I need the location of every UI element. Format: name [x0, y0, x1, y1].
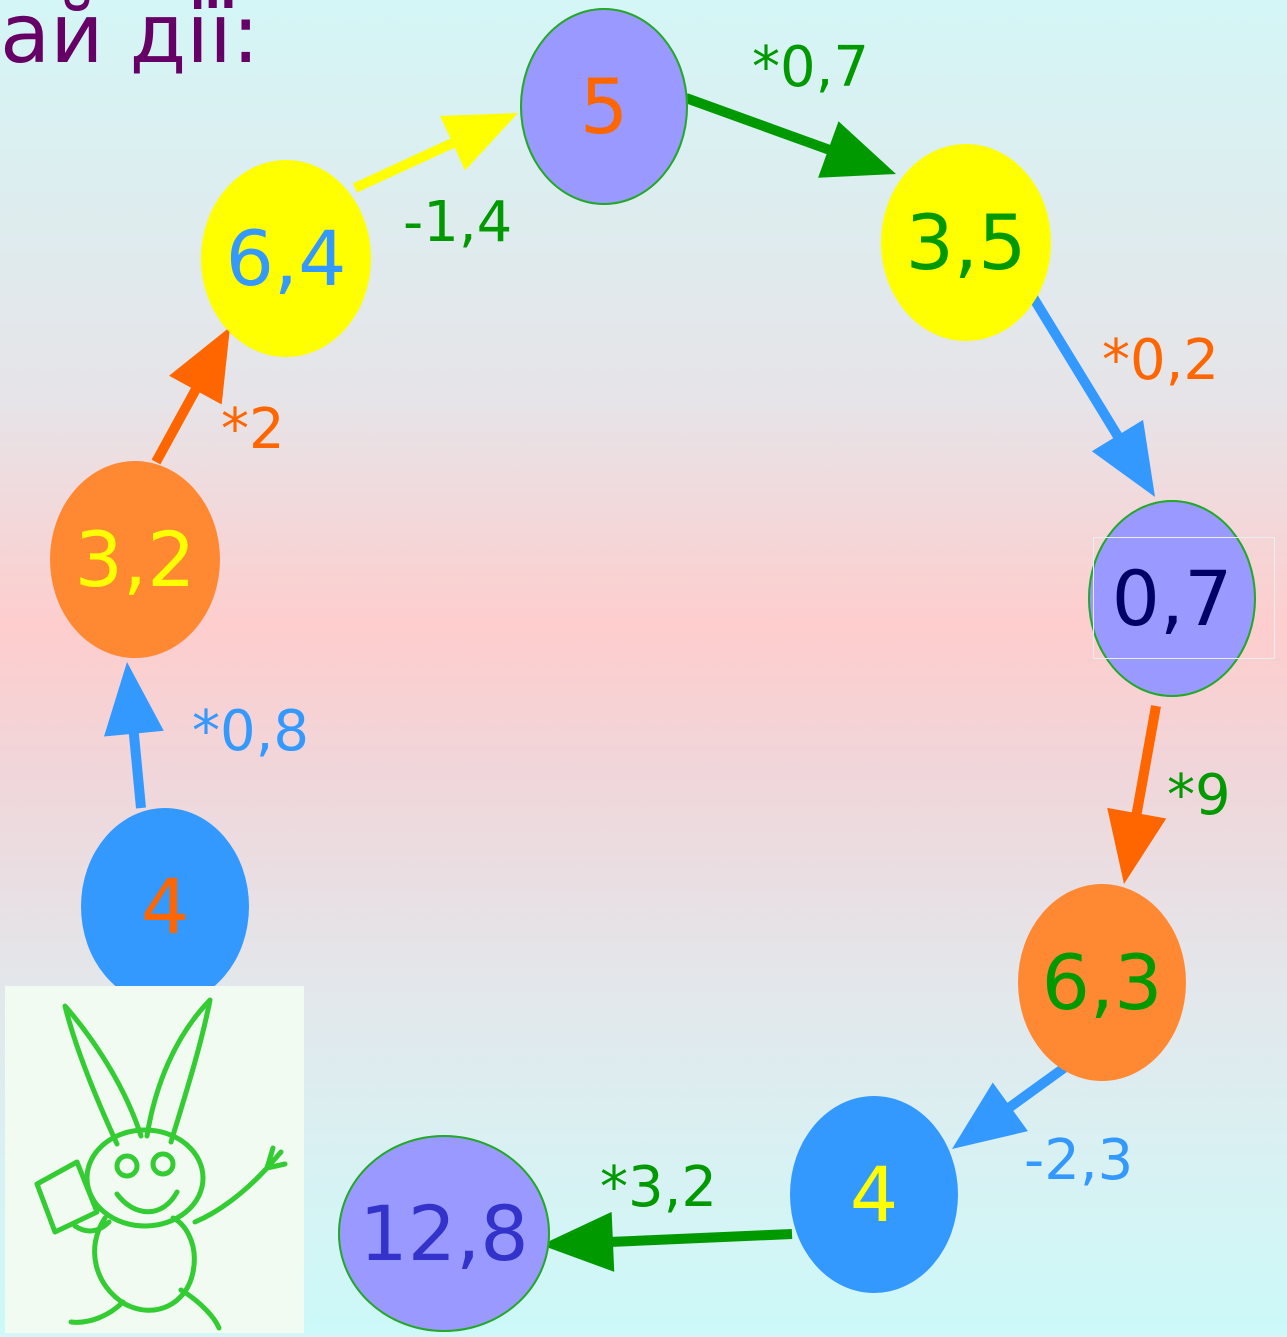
arrow-head-2 — [169, 327, 230, 405]
operation-label-mul-3-2: *3,2 — [600, 1155, 718, 1220]
arrow-head-5 — [1091, 419, 1155, 497]
node-4: 4 — [790, 1096, 958, 1293]
node-5: 5 — [520, 8, 688, 205]
node-value: 0,7 — [1111, 553, 1233, 643]
arrow-head-4 — [818, 121, 896, 178]
node-value: 6,3 — [1041, 937, 1163, 1027]
node-value: 4 — [140, 861, 190, 951]
node-3-2: 3,2 — [50, 461, 220, 658]
page-title: ай дії: — [0, 0, 260, 82]
arrow-head-1 — [104, 662, 164, 737]
node-6-3: 6,3 — [1018, 884, 1186, 1081]
operation-label-minus-1-4: -1,4 — [403, 190, 513, 255]
arrow-line-5 — [1026, 291, 1124, 442]
node-start-4: 4 — [81, 808, 249, 1005]
node-6-4: 6,4 — [201, 160, 371, 357]
arrow-head-3 — [440, 113, 518, 171]
node-value: 3,2 — [74, 514, 196, 604]
node-3-5: 3,5 — [881, 144, 1051, 341]
node-value: 5 — [579, 61, 629, 151]
arrow-line-7 — [1004, 1063, 1067, 1114]
node-result-12-8: 12,8 — [338, 1135, 550, 1332]
operation-label-mul-2: *2 — [221, 397, 285, 462]
hare-icon — [34, 997, 288, 1331]
node-value: 12,8 — [359, 1188, 529, 1278]
arrow-line-1 — [128, 729, 146, 809]
arrow-head-8 — [541, 1211, 615, 1272]
operation-label-mul-9: *9 — [1167, 763, 1231, 828]
node-0-7: 0,7 — [1088, 500, 1256, 697]
arrow-head-6 — [1107, 807, 1167, 884]
arrow-line-3 — [352, 136, 459, 193]
operation-label-mul-0-7: *0,7 — [752, 35, 870, 100]
arrow-line-8 — [608, 1229, 793, 1248]
operation-label-mul-0-8: *0,8 — [192, 699, 310, 764]
operation-label-minus-2-3: -2,3 — [1024, 1128, 1134, 1193]
arrow-line-4 — [684, 93, 834, 156]
arrow-line-6 — [1131, 705, 1161, 818]
node-value: 6,4 — [225, 213, 347, 303]
node-value: 3,5 — [905, 197, 1027, 287]
node-value: 4 — [849, 1149, 899, 1239]
arrow-head-7 — [952, 1082, 1028, 1149]
arrow-line-2 — [151, 384, 202, 465]
hare-illustration — [5, 986, 304, 1333]
operation-label-mul-0-2: *0,2 — [1102, 328, 1220, 393]
